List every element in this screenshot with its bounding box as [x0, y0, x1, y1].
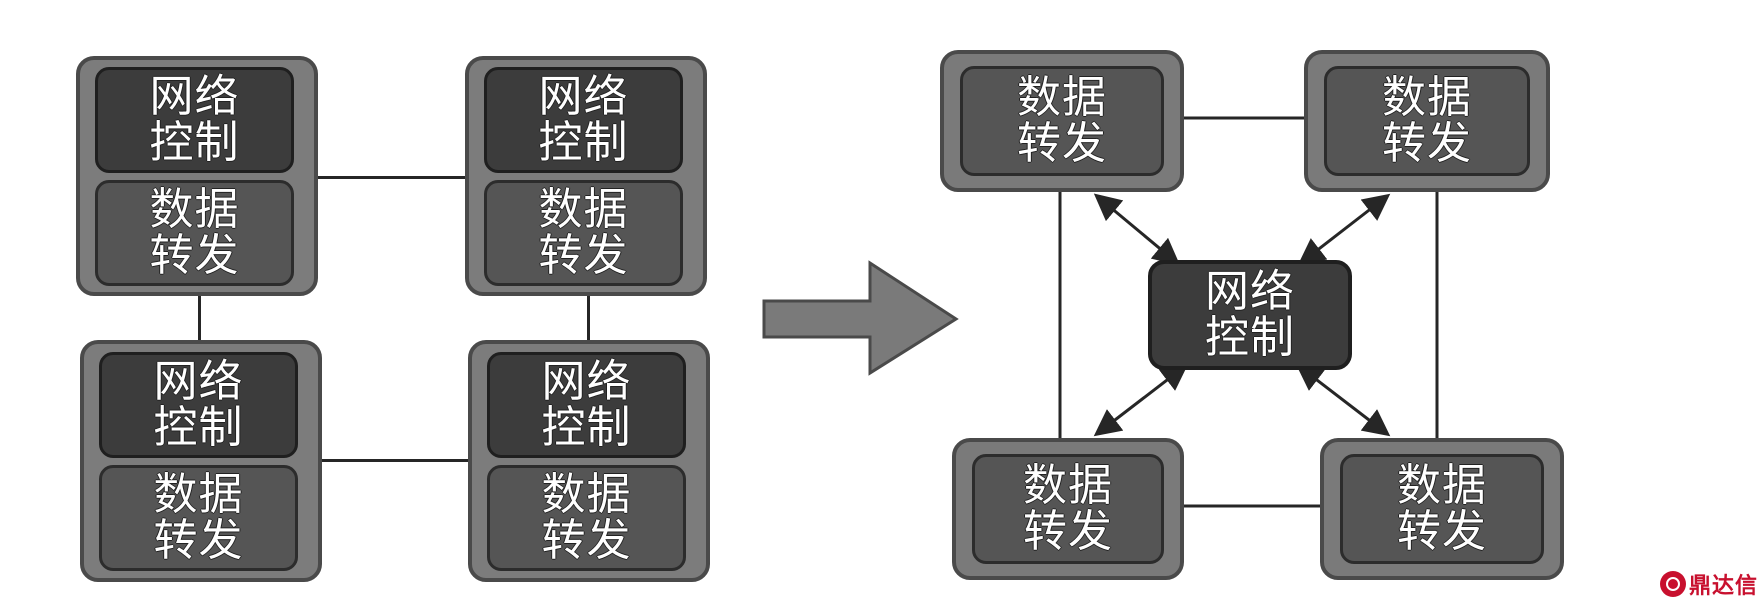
- left-node-bottom-right: 网络 控制 数据 转发: [468, 340, 710, 582]
- network-control-cell: 网络 控制: [484, 67, 683, 173]
- controller-label-line1: 网络: [1205, 266, 1295, 317]
- data-forward-cell: 数据 转发: [487, 465, 686, 571]
- control-label-line2: 控制: [153, 402, 244, 453]
- control-link-bottom-left: [1093, 363, 1189, 437]
- right-node-top-right: 数据 转发: [1304, 50, 1550, 192]
- control-label-line1: 网络: [541, 356, 632, 407]
- left-link-right-vertical: [587, 293, 590, 343]
- forward-label-line2: 转发: [538, 230, 629, 281]
- forward-label-line2: 转发: [541, 515, 632, 566]
- forward-label-line2: 转发: [1017, 118, 1107, 169]
- control-link-top-right: [1297, 193, 1391, 266]
- control-link-top-left: [1093, 193, 1181, 266]
- forward-label-line1: 数据: [538, 184, 629, 235]
- controller-label-line2: 控制: [1205, 312, 1295, 363]
- network-control-cell: 网络 控制: [99, 352, 298, 458]
- forward-label-line1: 数据: [1017, 72, 1107, 123]
- control-label-line1: 网络: [149, 71, 240, 122]
- forward-label-line1: 数据: [1382, 72, 1472, 123]
- forward-label-line2: 转发: [153, 515, 244, 566]
- transition-arrow: [762, 260, 959, 376]
- data-forward-cell: 数据 转发: [972, 454, 1164, 564]
- left-node-top-left: 网络 控制 数据 转发: [76, 56, 318, 296]
- data-forward-cell: 数据 转发: [95, 180, 294, 286]
- forward-label-line1: 数据: [153, 469, 244, 520]
- forward-label-line1: 数据: [541, 469, 632, 520]
- data-forward-cell: 数据 转发: [960, 66, 1164, 176]
- forward-label-line2: 转发: [1397, 506, 1487, 557]
- forward-label-line1: 数据: [1023, 460, 1113, 511]
- right-node-bottom-right: 数据 转发: [1320, 438, 1564, 580]
- data-forward-cell: 数据 转发: [1324, 66, 1530, 176]
- central-network-controller: 网络 控制: [1148, 260, 1352, 370]
- left-node-top-right: 网络 控制 数据 转发: [465, 56, 707, 296]
- network-control-cell: 网络 控制: [487, 352, 686, 458]
- logo-text: 鼎达信: [1689, 574, 1759, 599]
- left-link-left-vertical: [198, 293, 201, 343]
- control-label-line2: 控制: [149, 117, 240, 168]
- left-link-bottom: [318, 459, 472, 462]
- control-label-line1: 网络: [153, 356, 244, 407]
- control-label-line2: 控制: [538, 117, 629, 168]
- forward-label-line2: 转发: [1382, 118, 1472, 169]
- forward-label-line1: 数据: [1397, 460, 1487, 511]
- logo-icon: [1660, 571, 1686, 597]
- forward-label-line2: 转发: [149, 230, 240, 281]
- data-forward-cell: 数据 转发: [484, 180, 683, 286]
- control-label-line1: 网络: [538, 71, 629, 122]
- left-node-bottom-left: 网络 控制 数据 转发: [80, 340, 322, 582]
- left-link-top: [314, 176, 472, 179]
- right-node-top-left: 数据 转发: [940, 50, 1184, 192]
- forward-label-line1: 数据: [149, 184, 240, 235]
- network-control-cell: 网络 控制: [95, 67, 294, 173]
- forward-label-line2: 转发: [1023, 506, 1113, 557]
- data-forward-cell: 数据 转发: [1340, 454, 1544, 564]
- watermark-logo: 鼎达信: [1660, 568, 1758, 600]
- control-link-bottom-right: [1295, 363, 1391, 437]
- data-forward-cell: 数据 转发: [99, 465, 298, 571]
- right-node-bottom-left: 数据 转发: [952, 438, 1184, 580]
- control-label-line2: 控制: [541, 402, 632, 453]
